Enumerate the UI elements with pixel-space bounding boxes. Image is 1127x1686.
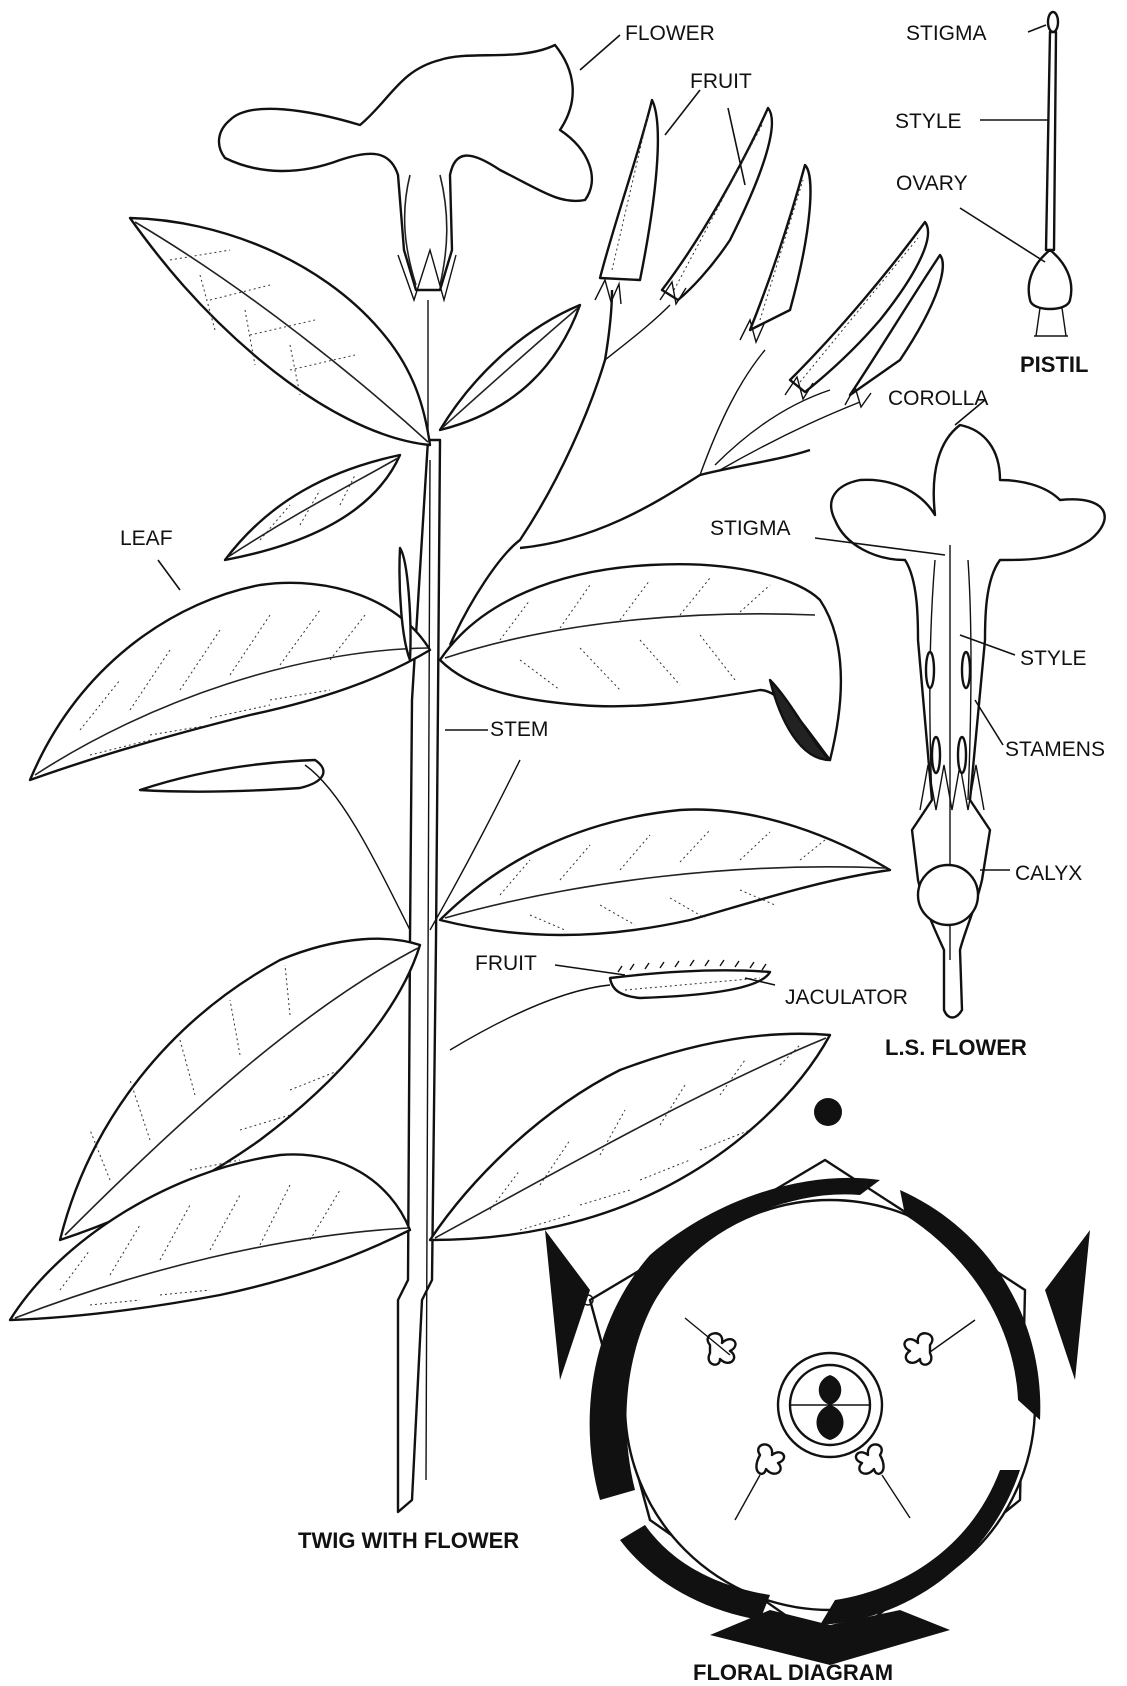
leaf-large-left xyxy=(30,583,430,780)
label-pistil-ovary: OVARY xyxy=(896,172,968,195)
caption-ls-flower: L.S. FLOWER xyxy=(885,1035,1027,1060)
caption-floral-diagram: FLORAL DIAGRAM xyxy=(693,1660,893,1685)
label-ls-corolla: COROLLA xyxy=(888,387,988,410)
label-ls-stigma: STIGMA xyxy=(710,517,791,540)
mother-axis xyxy=(814,1098,842,1126)
label-ls-calyx: CALYX xyxy=(1015,862,1082,885)
label-ls-style: STYLE xyxy=(1020,647,1087,670)
label-stem: STEM xyxy=(490,718,548,741)
fruit-pod-left xyxy=(140,760,323,792)
label-leaf: LEAF xyxy=(120,527,173,550)
fruit-pod-2 xyxy=(662,108,772,300)
ls-flower-drawing xyxy=(831,425,1105,1018)
caption-twig: TWIG WITH FLOWER xyxy=(298,1528,519,1553)
pistil-drawing xyxy=(1029,12,1072,336)
label-fruit-top: FRUIT xyxy=(690,70,752,93)
label-pistil-stigma: STIGMA xyxy=(906,22,987,45)
label-pistil-style: STYLE xyxy=(895,110,962,133)
leaves xyxy=(10,218,890,1320)
fruit-pod-3 xyxy=(750,165,810,330)
label-jaculator: JACULATOR xyxy=(785,986,908,1009)
label-flower: FLOWER xyxy=(625,22,715,45)
label-ls-stamens: STAMENS xyxy=(1005,738,1105,761)
caption-pistil: PISTIL xyxy=(1020,352,1088,377)
fruit-pod-1 xyxy=(600,100,658,280)
label-fruit-mid: FRUIT xyxy=(475,952,537,975)
